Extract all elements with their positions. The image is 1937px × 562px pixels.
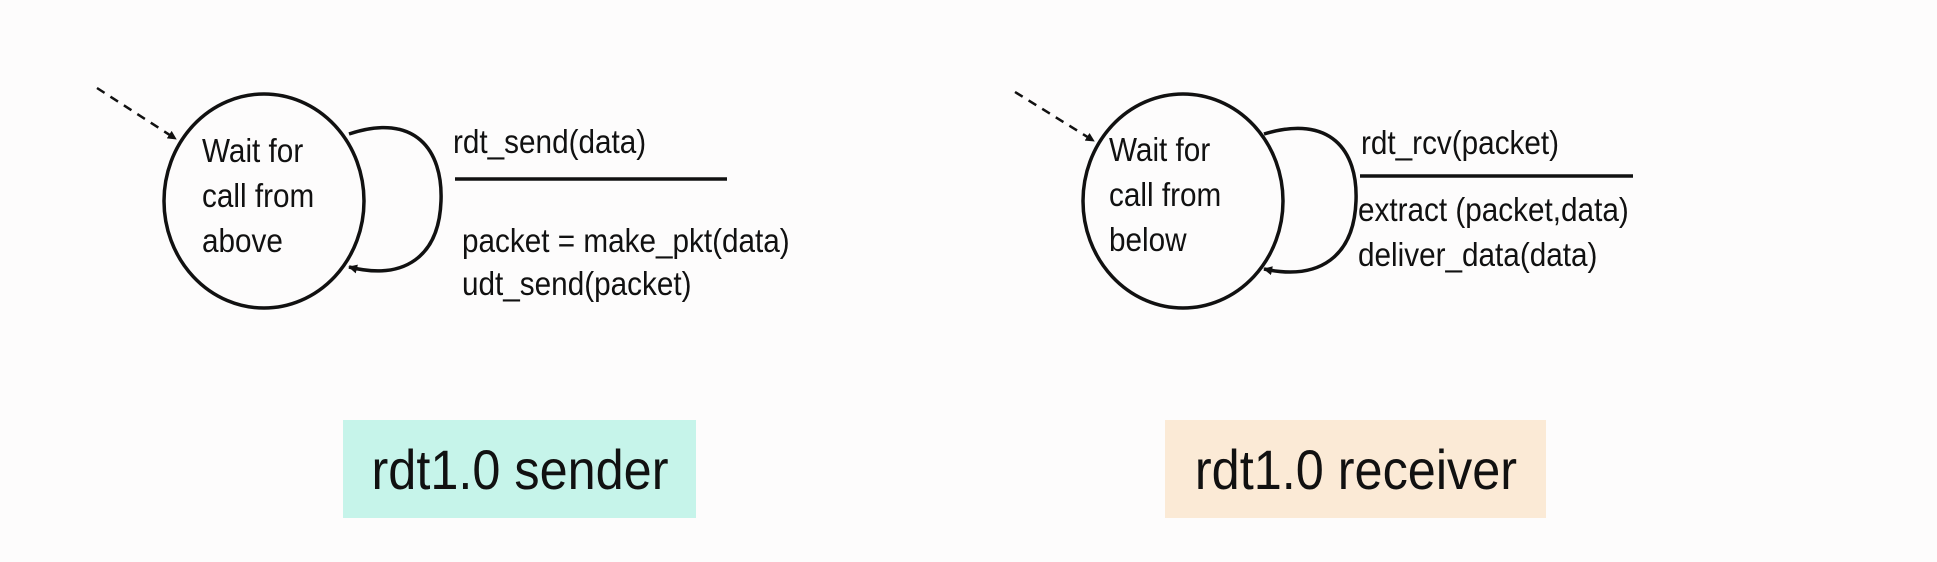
sender-transition-action-2: udt_send(packet) bbox=[462, 265, 692, 302]
receiver-transition-action-2: deliver_data(data) bbox=[1358, 236, 1598, 273]
sender-state-line-3: above bbox=[202, 222, 283, 259]
receiver-state-line-1: Wait for bbox=[1109, 131, 1211, 168]
sender-wait-state bbox=[162, 92, 366, 310]
sender-caption: rdt1.0 sender bbox=[343, 420, 696, 518]
receiver-state-line-2: call from bbox=[1109, 176, 1222, 213]
sender-caption-text: rdt1.0 sender bbox=[370, 437, 668, 501]
receiver-self-loop bbox=[1263, 126, 1358, 276]
receiver-caption-text: rdt1.0 receiver bbox=[1194, 437, 1517, 501]
receiver-wait-state bbox=[1081, 92, 1285, 310]
sender-state-line-1: Wait for bbox=[202, 132, 304, 169]
sender-transition-event: rdt_send(data) bbox=[453, 123, 647, 160]
receiver-state-line-3: below bbox=[1109, 221, 1187, 258]
receiver-initial-arrow bbox=[1014, 90, 1095, 143]
receiver-transition-event: rdt_rcv(packet) bbox=[1361, 124, 1560, 161]
receiver-transition-action-1: extract (packet,data) bbox=[1358, 191, 1629, 228]
sender-self-loop bbox=[348, 126, 443, 274]
sender-initial-arrow bbox=[96, 86, 177, 141]
receiver-caption: rdt1.0 receiver bbox=[1165, 420, 1546, 518]
sender-state-line-2: call from bbox=[202, 177, 315, 214]
sender-transition-action-1: packet = make_pkt(data) bbox=[462, 222, 790, 259]
